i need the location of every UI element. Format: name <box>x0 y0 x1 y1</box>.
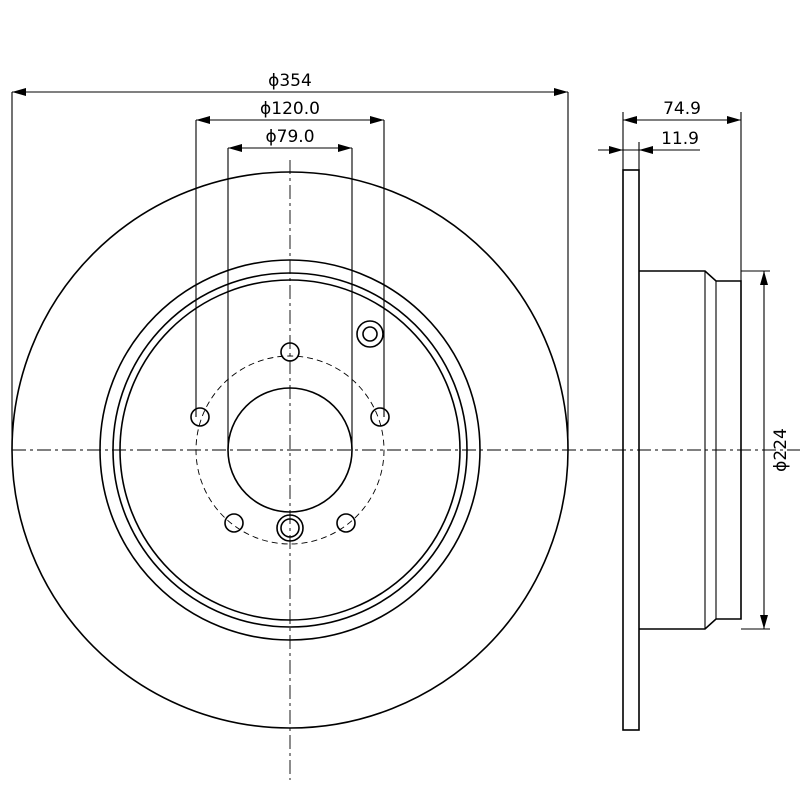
front-view <box>11 160 800 780</box>
bolt-circle-label: ϕ120.0 <box>260 99 320 119</box>
locating-hole-outer <box>356 320 384 348</box>
hat-inner-ring-2 <box>119 279 461 621</box>
outer-diameter-label: ϕ354 <box>268 71 312 91</box>
dimension-bolt-circle: ϕ120.0 <box>195 99 385 417</box>
bolt-pitch-circle <box>195 355 385 545</box>
dimension-disc-thickness: 11.9 <box>598 129 700 170</box>
bolt-hole-left <box>190 407 210 427</box>
bolt-hole-bottom-counterbore <box>276 514 304 542</box>
dimension-center-bore: ϕ79.0 <box>227 127 353 450</box>
bolt-hole-top <box>280 342 300 362</box>
locating-hole-inner <box>362 326 378 342</box>
bolt-hole-right <box>370 407 390 427</box>
side-view <box>622 169 742 731</box>
center-bore-label: ϕ79.0 <box>265 127 314 147</box>
bolt-hole-bottom <box>280 518 300 538</box>
hat-outer-ring <box>99 259 481 641</box>
disc-thickness-label: 11.9 <box>661 129 699 149</box>
hat-diameter-label: ϕ224 <box>771 428 791 472</box>
hat-inner-ring-1 <box>112 272 468 628</box>
overall-height-label: 74.9 <box>663 99 701 119</box>
dimension-overall-height: 74.9 <box>622 99 742 281</box>
dimension-outer-diameter: ϕ354 <box>11 71 569 450</box>
dimension-hat-diameter: ϕ224 <box>741 270 791 630</box>
disc-friction-ring-section <box>622 169 640 731</box>
bolt-hole-lower-left <box>224 513 244 533</box>
bolt-hole-lower-right <box>336 513 356 533</box>
hat-section-outline <box>639 270 742 630</box>
